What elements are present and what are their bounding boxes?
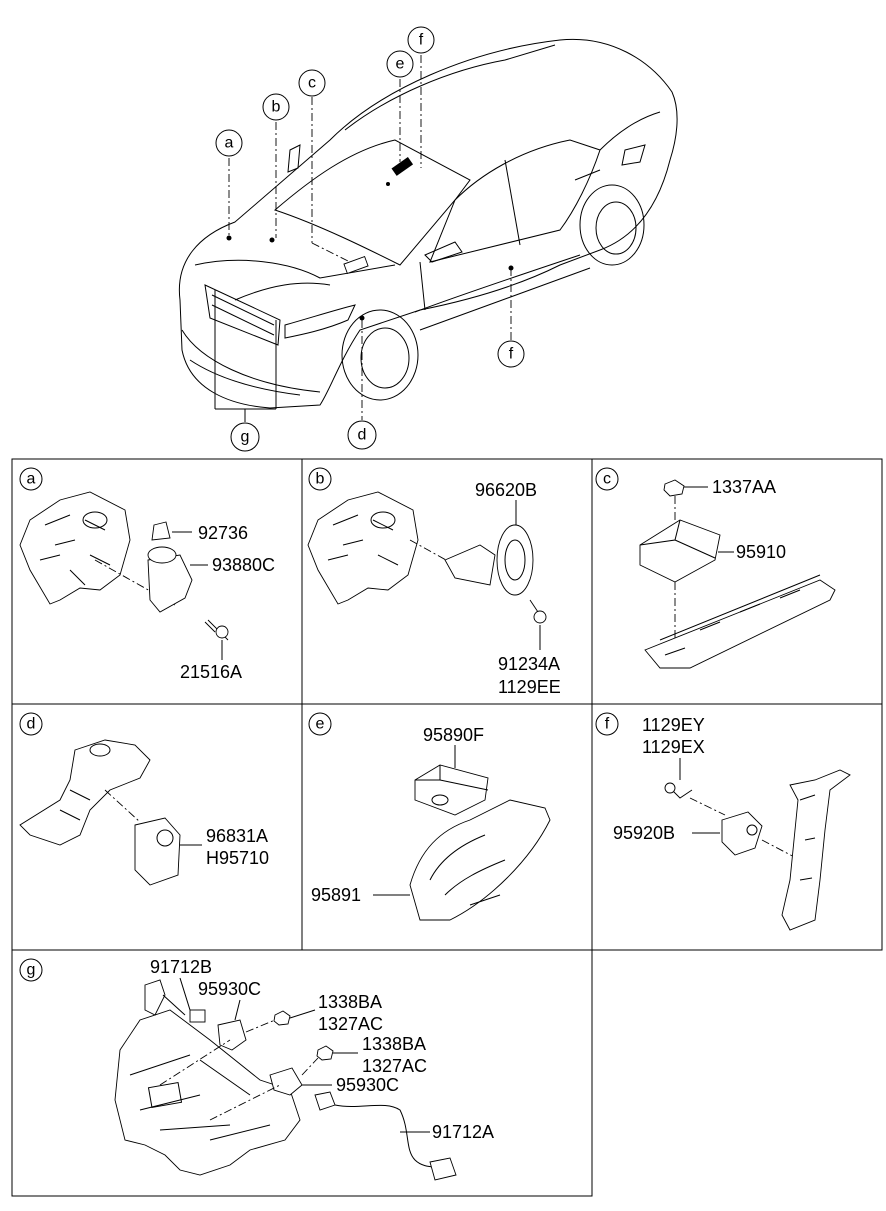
part-number: 91712A bbox=[432, 1122, 494, 1142]
part-number: 95930C bbox=[336, 1075, 399, 1095]
part-number: 1129EY bbox=[642, 715, 705, 735]
panel-g: g 91712B 95930C 1338BA 1327AC bbox=[19, 957, 494, 1181]
panel-d: d 96831A H95710 bbox=[19, 712, 269, 886]
panel-letter-e: e bbox=[308, 712, 332, 736]
part-number: 91712B bbox=[150, 957, 212, 977]
callout-circle-a: a bbox=[215, 129, 243, 157]
part-number: 95920B bbox=[613, 823, 675, 843]
part-number: 1327AC bbox=[318, 1014, 383, 1034]
panel-label: f bbox=[605, 716, 610, 733]
part-number: 95890F bbox=[423, 725, 484, 745]
panel-letter-f: f bbox=[595, 712, 619, 736]
callout-label: e bbox=[396, 56, 405, 73]
part-number: 1338BA bbox=[318, 992, 382, 1012]
part-number: 1338BA bbox=[362, 1034, 426, 1054]
part-number: 93880C bbox=[212, 555, 275, 575]
panel-grid bbox=[11, 458, 883, 1197]
panel-e: e 95890F 95891 bbox=[308, 712, 551, 921]
car-leader-lines bbox=[214, 55, 512, 422]
callout-label: d bbox=[358, 427, 367, 444]
panel-b: b 96620B 91234A 1129EE bbox=[307, 467, 561, 697]
callout-label: c bbox=[308, 75, 316, 92]
panel-c: c 1337AA 95910 bbox=[595, 467, 836, 669]
callout-label: b bbox=[272, 99, 281, 116]
panel-label: g bbox=[27, 962, 36, 979]
part-number: 91234A bbox=[498, 654, 560, 674]
car-callouts: a b c e f f g d bbox=[215, 26, 525, 452]
panel-label: a bbox=[27, 471, 36, 488]
panel-a: a 92736 93880C 21516A bbox=[19, 467, 275, 682]
callout-circle-f-side: f bbox=[497, 340, 525, 368]
panel-letter-a: a bbox=[19, 467, 43, 491]
vehicle-overview bbox=[178, 38, 678, 409]
panel-label: c bbox=[603, 471, 611, 488]
callout-circle-b: b bbox=[262, 93, 290, 121]
part-number: 21516A bbox=[180, 662, 242, 682]
callout-circle-g: g bbox=[230, 422, 260, 452]
panel-letter-c: c bbox=[595, 467, 619, 491]
part-number: 95930C bbox=[198, 979, 261, 999]
callout-label: g bbox=[241, 429, 250, 446]
part-number: H95710 bbox=[206, 848, 269, 868]
callout-label: f bbox=[509, 346, 514, 363]
part-number: 95891 bbox=[311, 885, 361, 905]
part-number: 1129EE bbox=[498, 677, 561, 697]
callout-label: a bbox=[225, 135, 234, 152]
part-number: 96620B bbox=[475, 480, 537, 500]
panel-f: f 1129EY 1129EX 95920B bbox=[595, 712, 851, 931]
callout-label: f bbox=[419, 32, 424, 49]
callout-circle-f-top: f bbox=[407, 26, 435, 54]
part-number: 1327AC bbox=[362, 1056, 427, 1076]
callout-circle-e: e bbox=[386, 50, 414, 78]
callout-circle-d: d bbox=[347, 420, 377, 450]
part-number: 1129EX bbox=[642, 737, 705, 757]
panel-letter-b: b bbox=[308, 467, 332, 491]
part-number: 96831A bbox=[206, 826, 268, 846]
panel-label: d bbox=[27, 716, 36, 733]
panel-label: e bbox=[316, 716, 325, 733]
callout-circle-c: c bbox=[298, 69, 326, 97]
panel-letter-d: d bbox=[19, 712, 43, 736]
panel-label: b bbox=[316, 471, 325, 488]
part-number: 92736 bbox=[198, 523, 248, 543]
part-number: 95910 bbox=[736, 542, 786, 562]
panel-letter-g: g bbox=[19, 958, 43, 982]
part-number: 1337AA bbox=[712, 477, 776, 497]
